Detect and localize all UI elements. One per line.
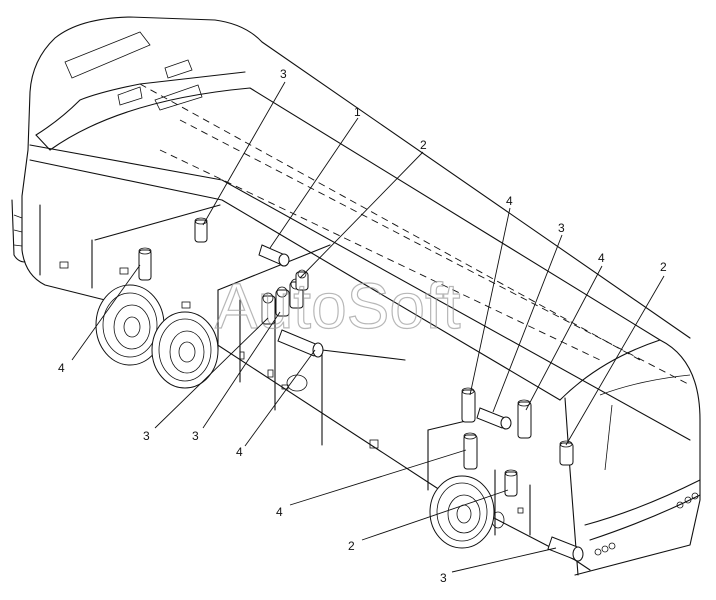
- component-cylinder-front-c: [559, 440, 574, 466]
- component-cylinder-upper: [194, 217, 208, 243]
- callout-label: 2: [660, 260, 667, 274]
- component-valve-group: [261, 269, 309, 325]
- callout-label: 4: [598, 251, 605, 265]
- component-tank-front: [476, 407, 512, 430]
- component-tank-2: [277, 329, 324, 358]
- headlight-cluster: [594, 492, 699, 556]
- component-cylinder-mid-front: [461, 387, 478, 470]
- callout-label: 3: [192, 429, 199, 443]
- rear-wheel-1: [95, 284, 165, 366]
- callout-label: 3: [440, 571, 447, 585]
- callout-label: 2: [420, 138, 427, 152]
- component-cylinder-front-b: [504, 469, 518, 497]
- callout-labels: 3 1 2 4 3 4 2 4 3 3 4 4 2 3: [58, 67, 667, 585]
- front-wheel: [429, 475, 495, 549]
- component-tank-front-low: [547, 536, 584, 562]
- callout-label: 3: [280, 67, 287, 81]
- callout-label: 4: [276, 505, 283, 519]
- callout-label: 2: [348, 539, 355, 553]
- callout-label: 3: [558, 221, 565, 235]
- callout-label: 4: [58, 361, 65, 375]
- callout-label: 4: [506, 194, 513, 208]
- component-cylinder-front-a: [517, 399, 532, 439]
- component-cylinder-left: [138, 247, 152, 281]
- callout-label: 3: [143, 429, 150, 443]
- bus-body: [11, 16, 701, 576]
- rear-wheel-2: [151, 311, 219, 389]
- watermark-text: AutoSoft: [215, 270, 461, 342]
- callout-label: 1: [354, 105, 361, 119]
- leader-lines: [71, 81, 665, 573]
- component-tank-1: [258, 244, 290, 267]
- callout-label: 4: [236, 445, 243, 459]
